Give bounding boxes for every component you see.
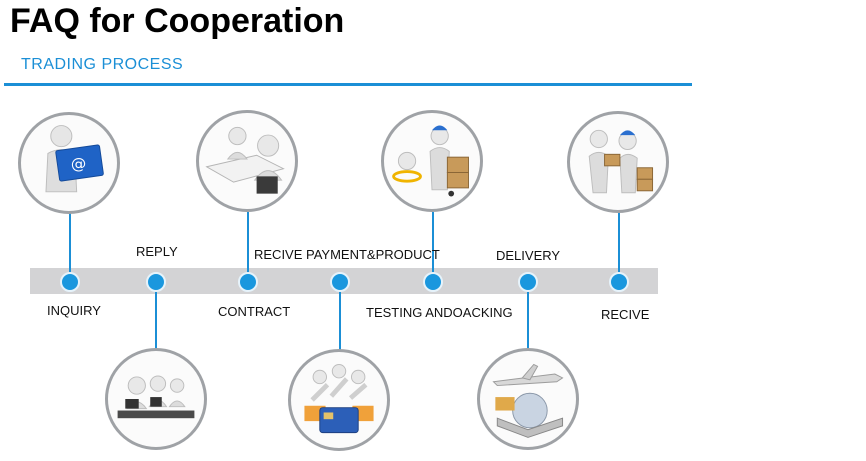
delivery-worker-icon [381, 110, 483, 212]
timeline-dot-delivery [518, 272, 538, 292]
package-handover-icon [567, 111, 669, 213]
timeline-dot-contract [238, 272, 258, 292]
call-center-icon [105, 348, 207, 450]
connector-payment [339, 284, 341, 350]
email-envelope-icon: @ [18, 112, 120, 214]
step-label-contract: CONTRACT [218, 304, 291, 319]
step-label-inquiry: INQUIRY [47, 303, 101, 318]
step-label-delivery: DELIVERY [496, 248, 561, 263]
connector-testing [432, 212, 434, 282]
timeline-dot-payment [330, 272, 350, 292]
heading-divider [4, 83, 692, 86]
step-label-testing: TESTING ANDOACKING [366, 305, 513, 320]
connector-delivery [527, 284, 529, 348]
connector-inquiry [69, 212, 71, 274]
timeline-dot-testing [423, 272, 443, 292]
timeline-dot-reply [146, 272, 166, 292]
connector-recive [618, 212, 620, 282]
timeline-dot-recive [609, 272, 629, 292]
connector-contract [247, 212, 249, 282]
step-label-recive: RECIVE [601, 307, 650, 322]
airplane-globe-icon [477, 348, 579, 450]
step-label-reply: REPLY [136, 244, 178, 259]
payment-card-icon [288, 349, 390, 451]
svg-text:@: @ [71, 155, 86, 173]
step-label-payment: RECIVE PAYMENT&PRODUCT [254, 247, 440, 262]
meeting-table-icon [196, 110, 298, 212]
timeline-dot-inquiry [60, 272, 80, 292]
connector-reply [155, 284, 157, 350]
section-heading: TRADING PROCESS [21, 56, 184, 73]
page-title: FAQ for Cooperation [10, 2, 345, 40]
